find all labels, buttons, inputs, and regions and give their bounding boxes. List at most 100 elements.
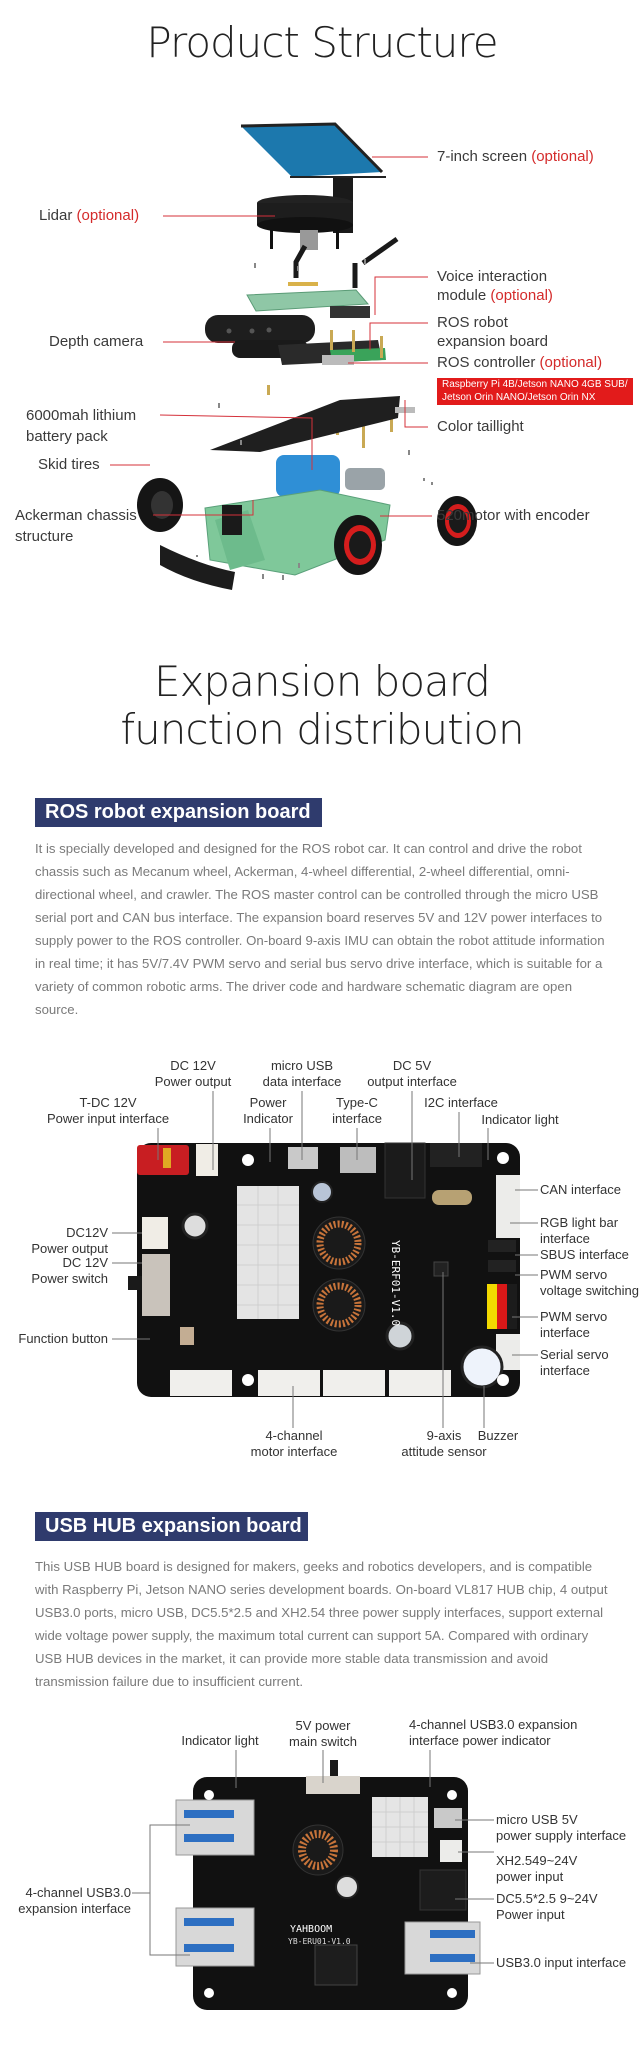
label-line: Serial servo bbox=[540, 1347, 609, 1362]
label-line: interface bbox=[540, 1325, 590, 1340]
tire-right-rear bbox=[437, 496, 477, 546]
buzzer-part bbox=[460, 1345, 504, 1389]
optional-marker: (optional) bbox=[490, 287, 553, 304]
label-line: Power switch bbox=[31, 1271, 108, 1286]
motor-part bbox=[345, 468, 385, 490]
label-line: data interface bbox=[262, 1074, 342, 1089]
label-voice-line1: Voice interaction bbox=[437, 268, 548, 285]
expansion-title: Expansion board function distribution bbox=[0, 658, 644, 754]
label-line: motor interface bbox=[250, 1444, 338, 1459]
label-chassis-line2: structure bbox=[15, 528, 74, 545]
label-line: PWM servo bbox=[540, 1309, 608, 1324]
optional-marker: (optional) bbox=[531, 148, 594, 165]
label-line: output interface bbox=[367, 1074, 457, 1089]
label-screen-text: 7-inch screen bbox=[437, 148, 528, 165]
label-line: DC 12V bbox=[170, 1058, 216, 1073]
label-line: DC12V bbox=[66, 1225, 108, 1240]
label-voice-module: Voice interaction module (optional) bbox=[437, 267, 553, 305]
label-chassis-line1: Ackerman chassis bbox=[15, 507, 137, 524]
label-battery: 6000mah lithium battery pack bbox=[26, 405, 136, 447]
robot-exploded-illustration bbox=[110, 122, 477, 590]
ros-board-description: It is specially developed and designed f… bbox=[35, 841, 605, 1017]
label-line: T-DC 12V bbox=[79, 1095, 137, 1110]
screen-part bbox=[240, 122, 386, 178]
label-line: micro USB bbox=[270, 1058, 334, 1073]
label-color-taillight: Color taillight bbox=[437, 418, 524, 435]
controller-options-line2: Jetson Orin NANO/Jetson Orin NX bbox=[442, 391, 596, 403]
label-line: DC 5V bbox=[392, 1058, 432, 1073]
lidar-part bbox=[257, 195, 353, 250]
usb-hub-switch bbox=[306, 1776, 360, 1794]
label-line: micro USB 5V bbox=[496, 1812, 578, 1827]
label-battery-line1: 6000mah lithium bbox=[26, 407, 137, 424]
label-line: 5V power bbox=[295, 1718, 351, 1733]
label-line: Power bbox=[249, 1095, 287, 1110]
expansion-title-line1: Expansion board bbox=[154, 657, 491, 706]
optional-marker: (optional) bbox=[539, 354, 603, 371]
label-hub-indicator: Indicator light bbox=[181, 1733, 259, 1748]
label-line: power supply interface bbox=[496, 1828, 627, 1843]
label-line: Power output bbox=[31, 1241, 108, 1256]
heatsink bbox=[237, 1186, 299, 1319]
label-line: interface bbox=[540, 1231, 590, 1246]
label-hub-usb-in: USB3.0 input interface bbox=[496, 1955, 627, 1970]
label-depth-camera: Depth camera bbox=[49, 333, 144, 350]
usb-hub-leaders bbox=[132, 1750, 494, 1964]
label-i2c: I2C interface bbox=[424, 1095, 498, 1110]
label-line: interface bbox=[540, 1363, 590, 1378]
label-line: Power input bbox=[496, 1907, 565, 1922]
leader-lines bbox=[110, 156, 432, 517]
label-line: PWM servo bbox=[540, 1267, 608, 1282]
label-indicator-light: Indicator light bbox=[481, 1112, 559, 1127]
label-line: Power output bbox=[154, 1074, 232, 1089]
label-ros-controller: ROS controller (optional) bbox=[437, 353, 602, 372]
label-line: DC5.5*2.5 9~24V bbox=[496, 1891, 598, 1906]
optional-marker: (optional) bbox=[76, 207, 140, 224]
tire-right-front bbox=[334, 515, 382, 575]
label-buzzer: Buzzer bbox=[477, 1428, 519, 1443]
label-line: RGB light bar bbox=[540, 1215, 619, 1230]
label-battery-line2: battery pack bbox=[26, 428, 108, 445]
label-voice-line2: module bbox=[437, 287, 487, 304]
usb-hub-brand-silk: YAHBOOM bbox=[290, 1924, 332, 1935]
label-ros-controller-text: ROS controller bbox=[437, 354, 536, 371]
label-motor: 520motor with encoder bbox=[437, 507, 590, 524]
tdc-connector bbox=[137, 1145, 189, 1175]
expansion-title-line2: function distribution bbox=[120, 705, 524, 754]
ros-board-leaders bbox=[112, 1091, 538, 1428]
bumper-part bbox=[160, 545, 235, 590]
pwm-servo-pins bbox=[487, 1284, 517, 1329]
skid-tire-left bbox=[137, 478, 183, 532]
label-line: Power input interface bbox=[46, 1111, 170, 1126]
label-screen: 7-inch screen (optional) bbox=[437, 147, 594, 166]
product-structure-title: Product Structure bbox=[146, 18, 498, 67]
controller-options-badge: Raspberry Pi 4B/Jetson NANO 4GB SUB/Jets… bbox=[437, 378, 633, 405]
label-skid-tires: Skid tires bbox=[38, 456, 100, 473]
label-chassis: Ackerman chassis structure bbox=[15, 505, 137, 547]
label-line: 9-axis bbox=[426, 1428, 462, 1443]
label-line: XH2.549~24V bbox=[496, 1853, 578, 1868]
label-line: main switch bbox=[289, 1734, 357, 1749]
controller-options-line1: Raspberry Pi 4B/Jetson NANO 4GB SUB/ bbox=[442, 379, 628, 390]
usb-hub-header: USB HUB expansion board bbox=[35, 1512, 308, 1541]
label-can: CAN interface bbox=[540, 1182, 621, 1197]
ros-board-model-silk: YB-ERF01-V1.0 bbox=[389, 1240, 402, 1326]
label-line: interface power indicator bbox=[409, 1733, 551, 1748]
